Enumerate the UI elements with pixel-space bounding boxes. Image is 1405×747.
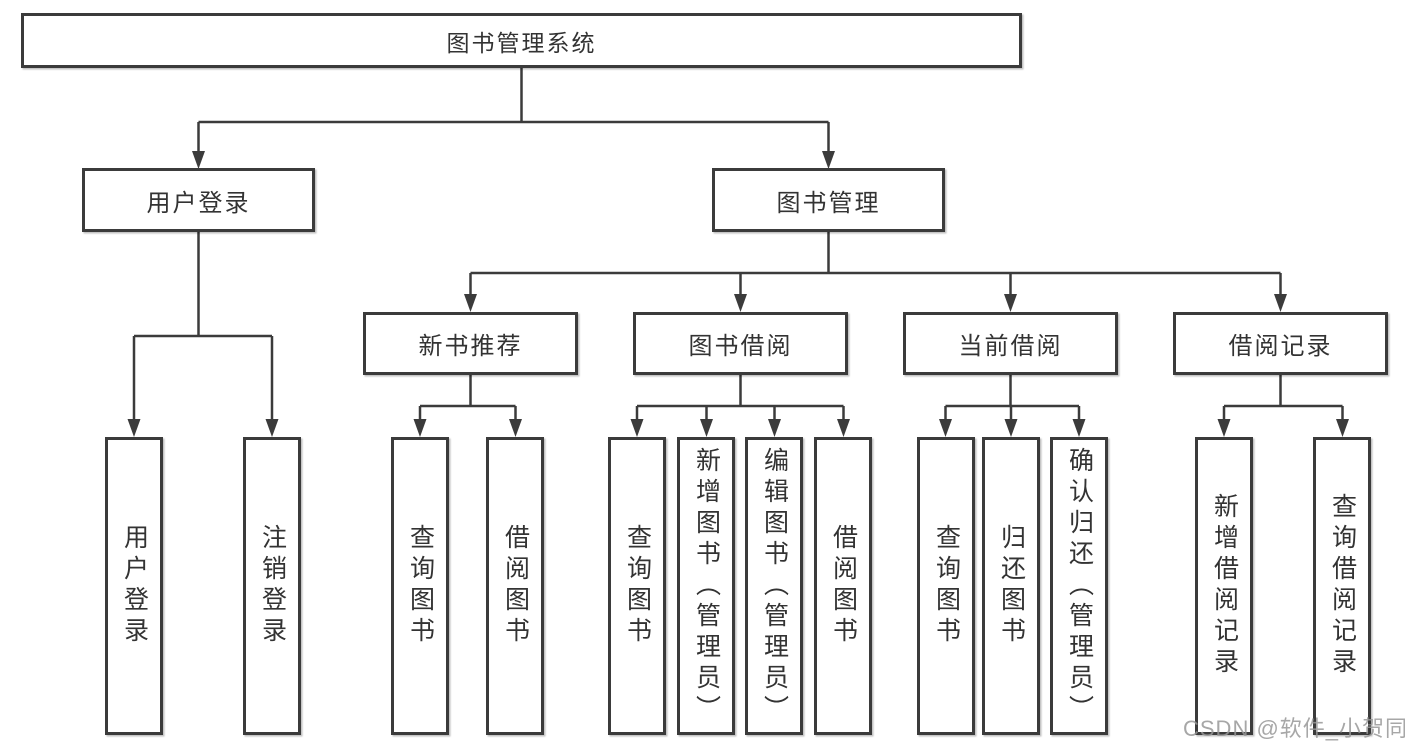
connector-book-management-branch: [469, 232, 1282, 295]
leaf-add-books-admin: 新增图书（管理员）: [677, 437, 735, 735]
leaf-user-login: 用户登录: [105, 437, 163, 735]
leaf-borrow-books-recommend: 借阅图书: [486, 437, 544, 735]
leaf-add-borrow-record: 新增借阅记录: [1195, 437, 1253, 735]
node-library-management-system: 图书管理系统: [21, 13, 1022, 68]
leaf-edit-books-admin: 编辑图书（管理员）: [745, 437, 803, 735]
node-book-management: 图书管理: [712, 168, 945, 232]
leaf-borrow-books: 借阅图书: [814, 437, 872, 735]
arrowhead: [822, 151, 835, 169]
connector-current-borrow-branch: [944, 375, 1081, 420]
arrowhead: [509, 419, 522, 437]
arrowhead: [1336, 419, 1349, 437]
connector-borrow-records-branch: [1222, 375, 1344, 420]
arrowhead: [192, 151, 205, 169]
arrowhead: [413, 419, 427, 437]
arrowhead: [1004, 419, 1018, 437]
arrowhead: [837, 419, 850, 437]
arrowhead: [734, 294, 747, 312]
arrowhead: [1004, 294, 1017, 312]
leaf-query-books-recommend: 查询图书: [391, 437, 449, 735]
arrowhead: [939, 419, 952, 437]
arrowhead: [700, 419, 713, 437]
arrowhead: [464, 294, 477, 312]
node-current-borrow: 当前借阅: [903, 312, 1118, 375]
leaf-return-books: 归还图书: [982, 437, 1040, 735]
connector-root-to-level2: [197, 68, 830, 152]
leaf-logout: 注销登录: [243, 437, 301, 735]
leaf-confirm-return-admin: 确认归还（管理员）: [1050, 437, 1108, 735]
arrowhead: [1274, 294, 1287, 312]
arrowhead: [630, 419, 644, 437]
node-book-borrow: 图书借阅: [633, 312, 848, 375]
arrowhead: [127, 419, 141, 437]
leaf-query-borrow-record: 查询借阅记录: [1313, 437, 1371, 735]
connector-new-book-branch: [418, 375, 517, 420]
node-user-login: 用户登录: [82, 168, 315, 232]
arrowhead: [768, 419, 781, 437]
arrowhead: [265, 419, 279, 437]
node-borrow-records: 借阅记录: [1173, 312, 1388, 375]
leaf-query-books-borrow: 查询图书: [608, 437, 666, 735]
leaf-query-books-current: 查询图书: [917, 437, 975, 735]
arrowhead: [1072, 419, 1086, 437]
arrowhead: [1217, 419, 1231, 437]
node-new-book-recommend: 新书推荐: [363, 312, 578, 375]
connector-user-login-branch: [132, 232, 274, 420]
watermark: CSDN @软件_小贺同学: [1183, 716, 1405, 741]
connector-book-borrow-branch: [635, 375, 845, 420]
